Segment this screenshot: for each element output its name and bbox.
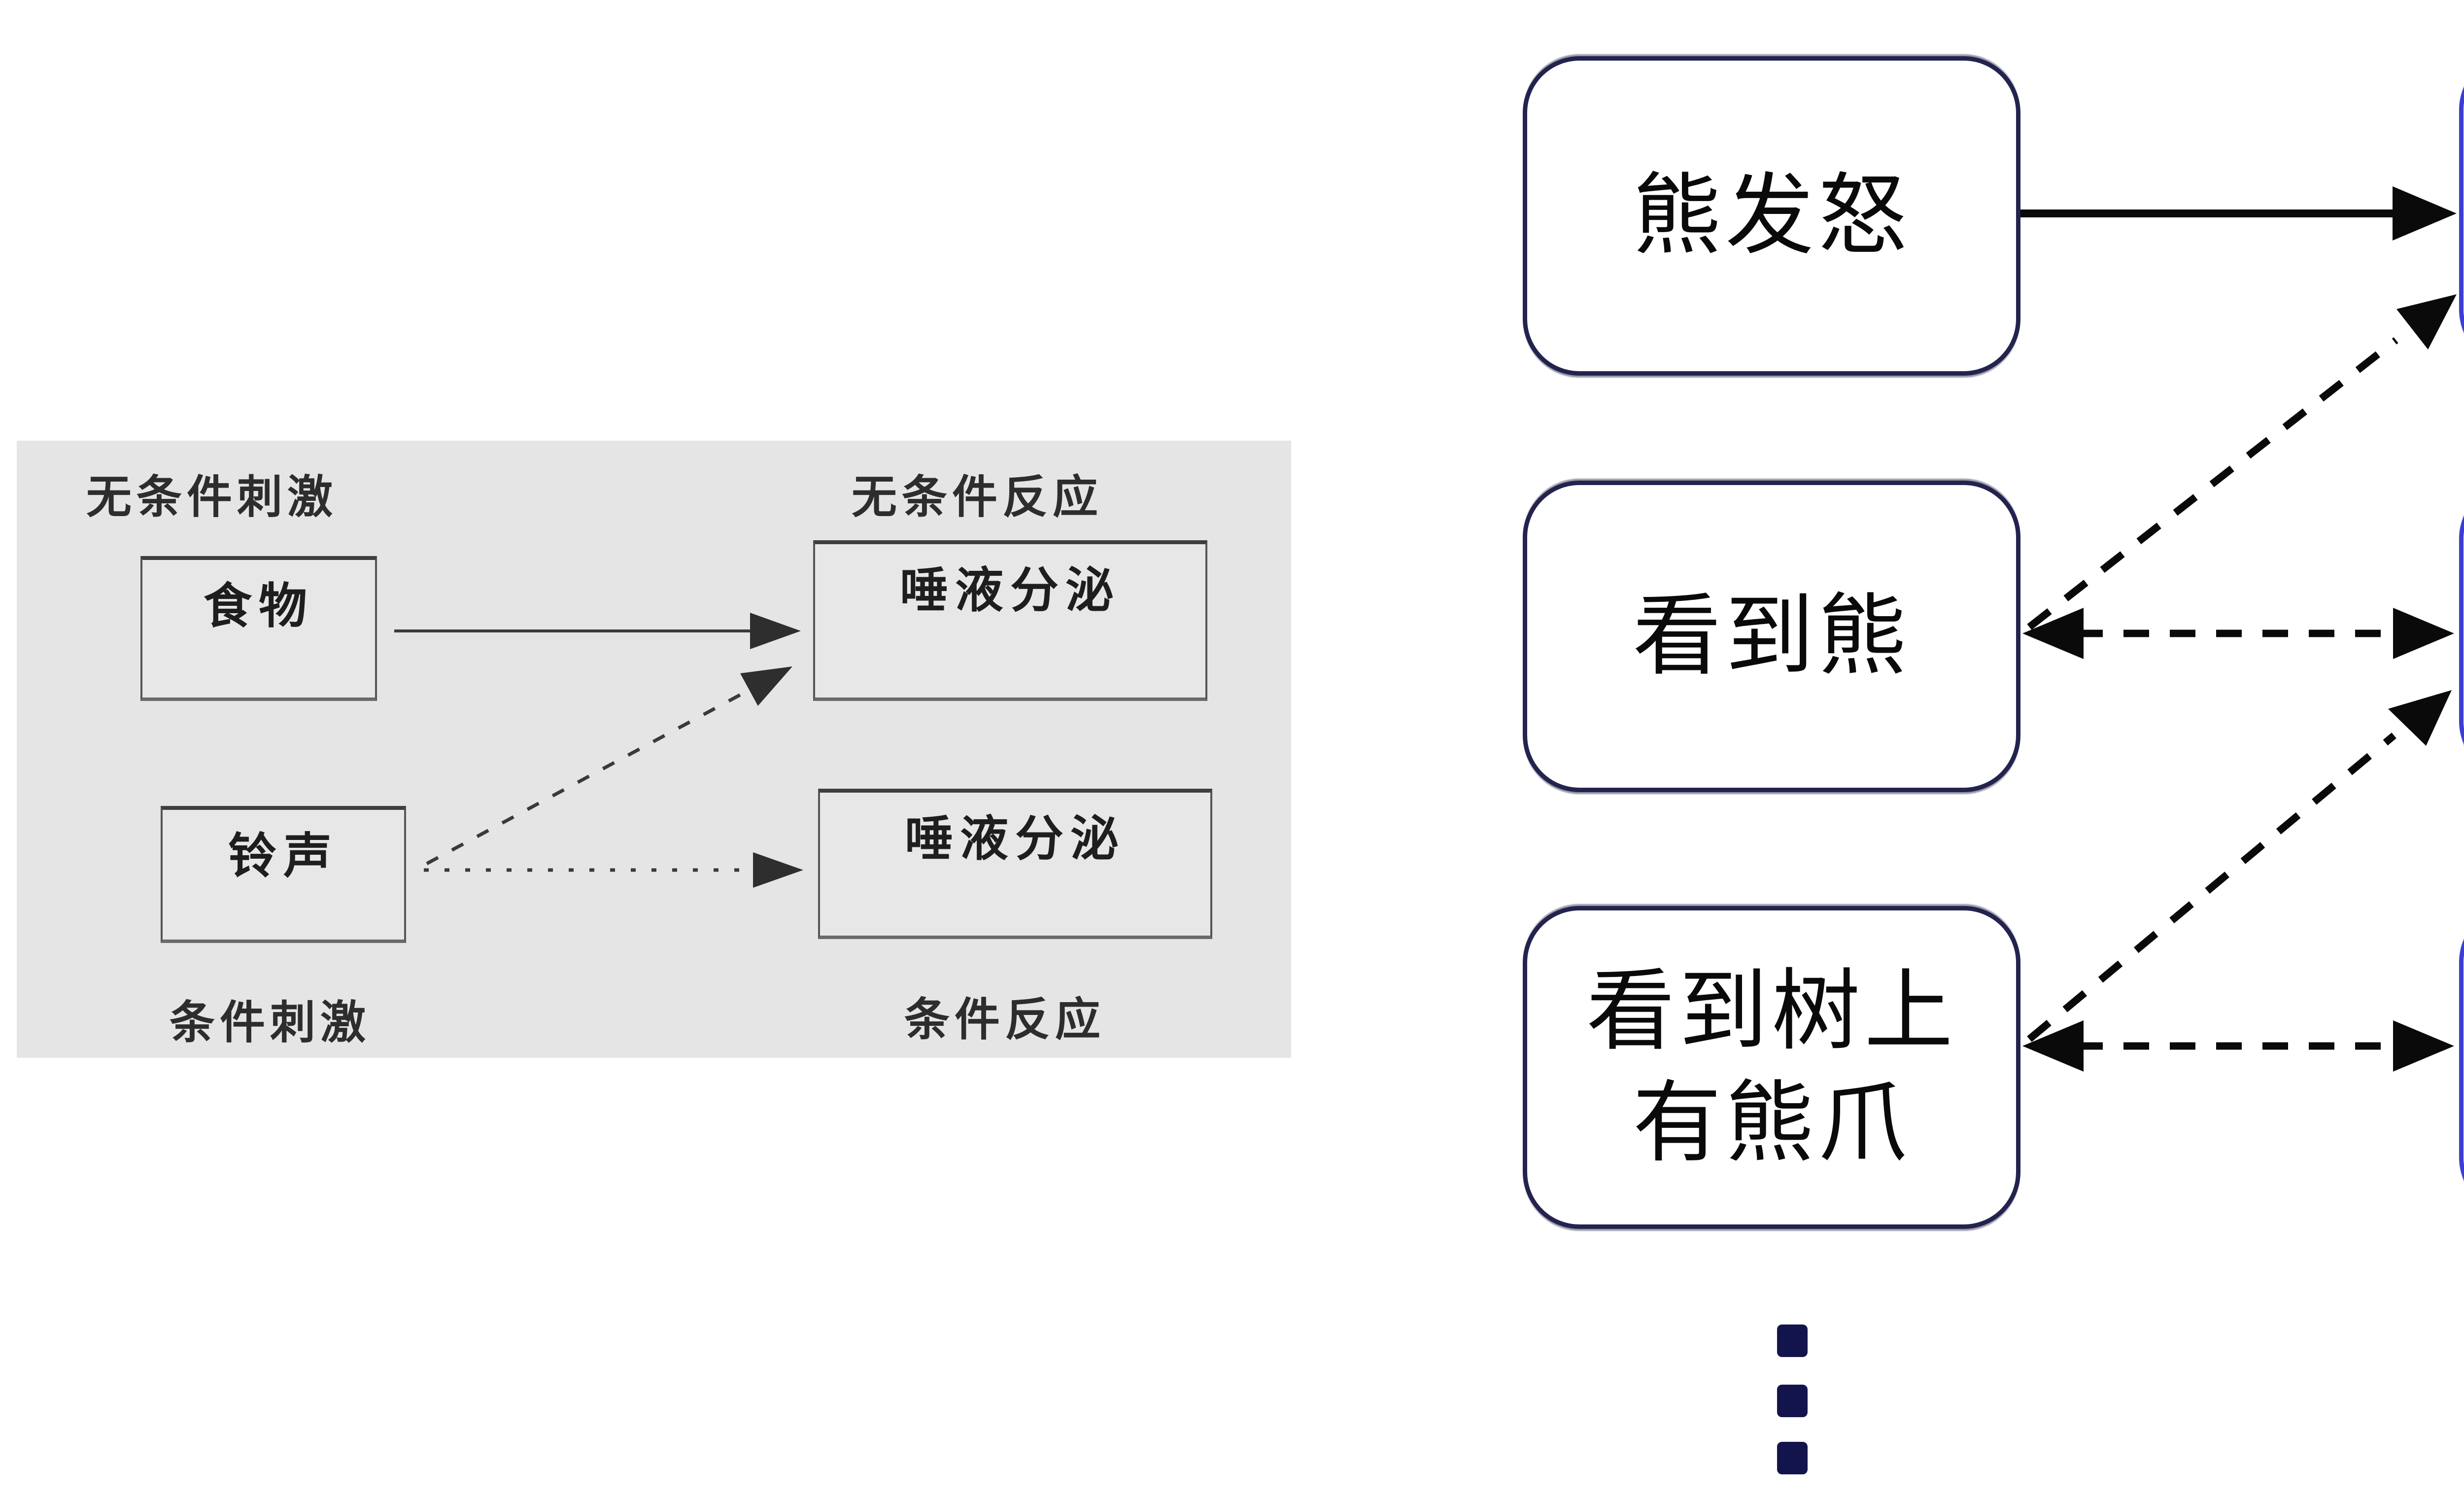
node-bell: 铃声 (161, 806, 406, 943)
label-conditioned-response: 条件反应 (904, 995, 1106, 1045)
ellipsis-stimulus-dot-3 (1777, 1442, 1808, 1474)
ellipsis-stimulus-dot-2 (1777, 1385, 1808, 1417)
node-see-claws-line1: 看到树上 (1586, 961, 1957, 1061)
node-saliva-bottom-label: 唾液分泌 (904, 811, 1126, 866)
node-see-claws-line2: 有熊爪 (1632, 1073, 1911, 1173)
node-bear-rage-label: 熊发怒 (1632, 166, 1911, 265)
arrow-see-claws-to-value-next-icon (2027, 690, 2452, 1042)
node-saliva-top-label: 唾液分泌 (899, 563, 1121, 617)
label-unconditioned-response: 无条件反应 (852, 472, 1103, 523)
node-saliva-top: 唾液分泌 (813, 540, 1207, 701)
node-food: 食物 (140, 556, 377, 701)
ellipsis-stimulus-dot-1 (1777, 1325, 1808, 1357)
node-food-label: 食物 (203, 579, 314, 633)
arrow-bell-to-saliva-bottom-icon (424, 852, 803, 888)
node-see-bear-label: 看到熊 (1632, 586, 1911, 686)
label-conditioned-stimulus: 条件刺激 (170, 998, 371, 1048)
arrow-see-bear-to-reward-icon (2027, 294, 2457, 630)
arrow-see-bear-to-value-next-icon (2022, 608, 2454, 659)
node-see-claws: 看到树上 有熊爪 (1523, 906, 2020, 1229)
node-bear-rage: 熊发怒 (1523, 56, 2020, 376)
node-bell-label: 铃声 (228, 829, 339, 883)
pavlov-panel: 无条件刺激 无条件反应 条件刺激 条件反应 食物 唾液分泌 铃声 唾液分泌 (17, 441, 1291, 1058)
arrow-bell-to-saliva-top-icon (426, 666, 792, 866)
arrow-see-claws-to-value-icon (2022, 1020, 2454, 1072)
node-see-bear: 看到熊 (1523, 481, 2020, 792)
arrow-bear-rage-to-reward-icon (2020, 186, 2457, 241)
node-saliva-bottom: 唾液分泌 (818, 789, 1212, 939)
label-unconditioned-stimulus: 无条件刺激 (86, 472, 338, 523)
arrow-food-to-saliva-icon (394, 613, 801, 649)
